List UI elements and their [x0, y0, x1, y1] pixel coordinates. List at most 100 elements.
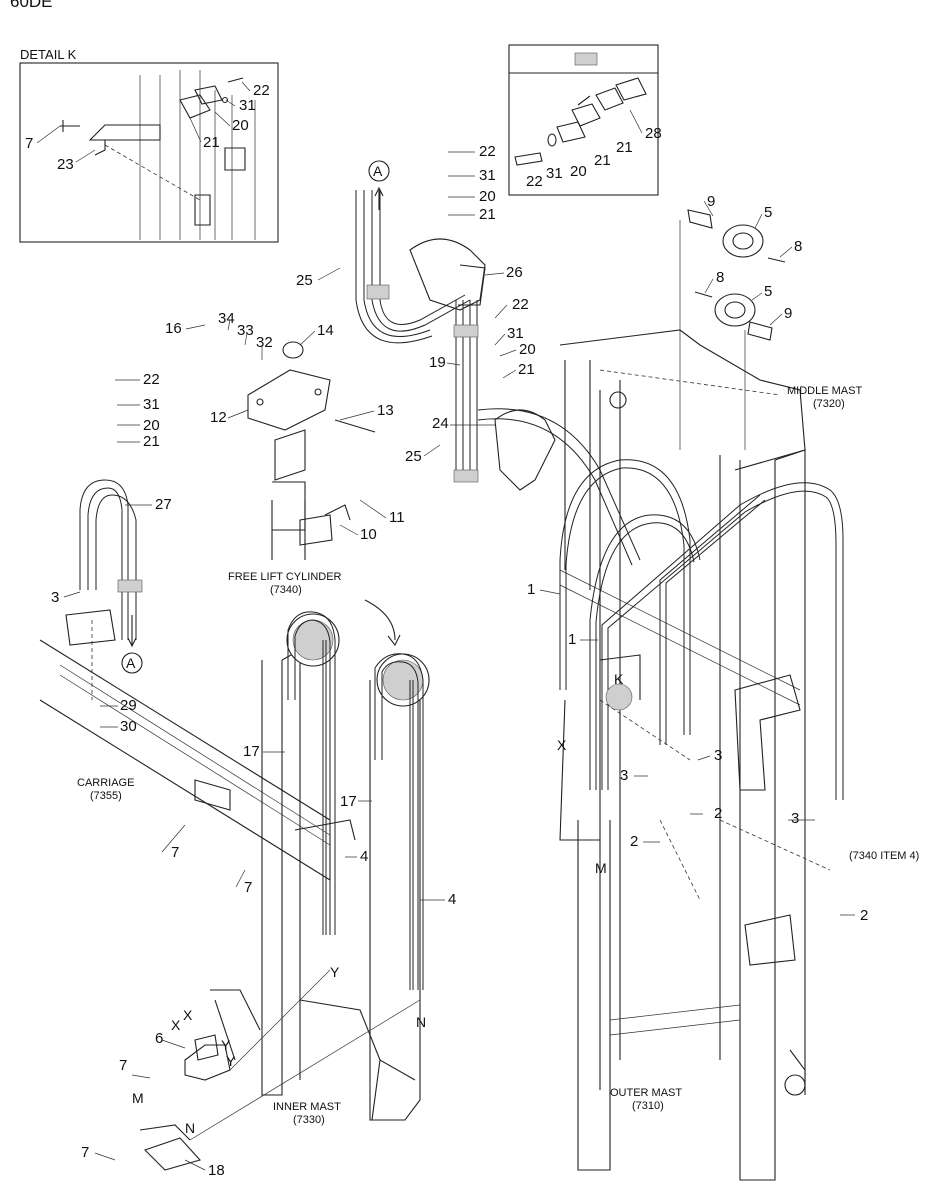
part-22-left: 22	[143, 371, 160, 388]
part-12: 12	[210, 409, 227, 426]
free-lift-label: FREE LIFT CYLINDER	[228, 571, 342, 583]
part-19: 19	[429, 354, 446, 371]
part-14: 14	[317, 322, 334, 339]
callout-a-left-label: A	[126, 655, 136, 671]
part-25-top: 25	[296, 272, 313, 289]
part-21-detail: 21	[203, 134, 220, 151]
letter-x-mid: X	[557, 737, 567, 753]
part-26: 26	[506, 264, 523, 281]
part-31-detail: 31	[239, 97, 256, 114]
part-17-b: 17	[340, 793, 357, 810]
part-3-b: 3	[620, 767, 628, 784]
letter-x-b: X	[183, 1007, 193, 1023]
part-8-bottom: 8	[716, 269, 724, 286]
middle-mast-code: (7320)	[813, 398, 845, 410]
upper-hose-loop	[355, 190, 641, 566]
part-4-a: 4	[360, 848, 368, 865]
part-25-mid: 25	[405, 448, 422, 465]
part-22-mid: 22	[512, 296, 529, 313]
part-13: 13	[377, 402, 394, 419]
detail-k-marker-label: K	[614, 671, 624, 687]
detail-k-marker: K	[605, 671, 633, 711]
part-21-mid: 21	[518, 361, 535, 378]
connection-letters: X M Y N X X Y Y M N	[132, 737, 607, 1136]
detail-k-title: DETAIL K	[20, 47, 77, 62]
inner-mast-code: (7330)	[293, 1114, 325, 1126]
part-7-d: 7	[81, 1144, 89, 1161]
part-5-bottom: 5	[764, 283, 772, 300]
part-16: 16	[165, 320, 182, 337]
part-20-kit: 20	[570, 163, 587, 180]
part-7-c: 7	[119, 1057, 127, 1074]
part-20-left: 20	[143, 417, 160, 434]
part-7-a: 7	[171, 844, 179, 861]
part-28: 28	[645, 125, 662, 142]
middle-outer-mast	[559, 329, 844, 1181]
sheave-set	[679, 209, 786, 450]
letter-y-a: Y	[221, 1037, 231, 1053]
part-21-kit-b: 21	[616, 139, 633, 156]
carriage-hose-group	[65, 479, 143, 700]
model-header: 60DE	[10, 0, 53, 11]
outer-mast-code: (7310)	[632, 1100, 664, 1112]
part-3-c: 3	[791, 810, 799, 827]
part-22-top: 22	[479, 143, 496, 160]
part-33: 33	[237, 322, 254, 339]
carriage-frame	[39, 639, 356, 881]
part-7-b: 7	[244, 879, 252, 896]
part-5-top: 5	[764, 204, 772, 221]
part-18: 18	[208, 1162, 225, 1179]
part-24: 24	[432, 415, 449, 432]
free-lift-cylinder-assembly	[247, 341, 376, 560]
part-2-a: 2	[714, 805, 722, 822]
part-21-left: 21	[143, 433, 160, 450]
part-29: 29	[120, 697, 137, 714]
letter-m-mid: M	[595, 860, 607, 876]
free-lift-code: (7340)	[270, 584, 302, 596]
part-6: 6	[155, 1030, 163, 1047]
inner-mast-label: INNER MAST	[273, 1101, 341, 1113]
part-20-mid: 20	[519, 341, 536, 358]
part-9-top: 9	[707, 193, 715, 210]
callout-a-top-label: A	[373, 163, 383, 179]
letter-x-a: X	[171, 1017, 181, 1033]
letter-y-b: Y	[226, 1053, 236, 1069]
part-3-left: 3	[51, 589, 59, 606]
part-7-detail: 7	[25, 135, 33, 152]
part-27: 27	[155, 496, 172, 513]
leader-lines	[36, 81, 855, 1171]
part-21-top: 21	[479, 206, 496, 223]
letter-y-mid: Y	[330, 964, 340, 980]
part-17-a: 17	[243, 743, 260, 760]
part-1-a: 1	[527, 581, 535, 598]
carriage-code: (7355)	[90, 790, 122, 802]
letter-n-low: N	[185, 1120, 195, 1136]
item-ref-label: (7340 ITEM 4)	[849, 850, 919, 862]
part-22-detail: 22	[253, 82, 270, 99]
part-9-bottom: 9	[784, 305, 792, 322]
callout-a-left: A	[121, 615, 143, 674]
part-2-b: 2	[630, 833, 638, 850]
inner-mast	[210, 599, 430, 1121]
part-32: 32	[256, 334, 273, 351]
carriage-label: CARRIAGE	[77, 777, 134, 789]
part-30: 30	[120, 718, 137, 735]
detail-k-panel: DETAIL K	[19, 47, 279, 243]
lower-bracket-assemblies	[139, 969, 421, 1171]
part-23: 23	[57, 156, 74, 173]
part-31-mid: 31	[507, 325, 524, 342]
part-2-c: 2	[860, 907, 868, 924]
letter-m-low: M	[132, 1090, 144, 1106]
part-20-detail: 20	[232, 117, 249, 134]
bracket-kit-panel	[508, 44, 659, 196]
part-1-b: 1	[568, 631, 576, 648]
outer-mast-label: OUTER MAST	[610, 1087, 682, 1099]
callout-a-top: A	[368, 160, 390, 210]
middle-mast-label: MIDDLE MAST	[787, 385, 862, 397]
part-31-left: 31	[143, 396, 160, 413]
part-4-b: 4	[448, 891, 456, 908]
part-22-kit: 22	[526, 173, 543, 190]
part-numbers: 22 31 20 21 7 23 22 31 20 21 21 22 31 20…	[25, 82, 868, 1179]
part-21-kit-a: 21	[594, 152, 611, 169]
